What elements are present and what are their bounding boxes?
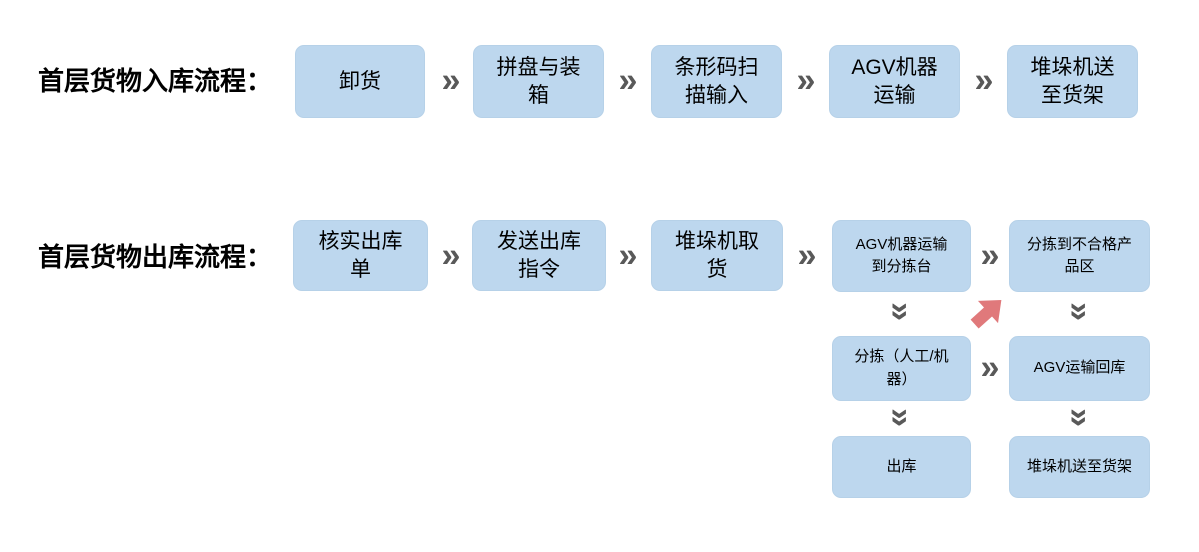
chevron-right-icon: » (797, 236, 817, 275)
chevron-right-icon: » (618, 61, 638, 100)
return-arrow-icon (970, 299, 1002, 329)
outbound-step-stacker-pick: 堆垛机取货 (651, 220, 783, 291)
chevron-right-icon: » (796, 61, 816, 100)
chevron-down-icon: » (882, 408, 920, 428)
inbound-step-agv-transport: AGV机器运输 (829, 45, 960, 118)
outbound-step-agv-to-sorting: AGV机器运输到分拣台 (832, 220, 971, 292)
outbound-step-send-instruction: 发送出库指令 (472, 220, 606, 291)
inbound-step-barcode-scan: 条形码扫描输入 (651, 45, 782, 118)
chevron-down-icon: » (1061, 408, 1099, 428)
chevron-right-icon: » (974, 61, 994, 100)
inbound-step-stacker-to-rack: 堆垛机送至货架 (1007, 45, 1138, 118)
inbound-flow-title: 首层货物入库流程： (38, 66, 273, 96)
chevron-right-icon: » (618, 236, 638, 275)
chevron-right-icon: » (980, 236, 1000, 275)
chevron-down-icon: » (882, 302, 920, 322)
outbound-flow-title: 首层货物出库流程： (38, 242, 273, 272)
inbound-step-palletize-pack: 拼盘与装箱 (473, 45, 604, 118)
outbound-step-sorting-manual-machine: 分拣（人工/机器） (832, 336, 971, 401)
outbound-step-agv-return-to-storage: AGV运输回库 (1009, 336, 1150, 401)
outbound-step-sort-to-reject-area: 分拣到不合格产品区 (1009, 220, 1150, 292)
outbound-step-stacker-to-rack: 堆垛机送至货架 (1009, 436, 1150, 498)
inbound-step-unloading: 卸货 (295, 45, 425, 118)
outbound-step-verify-order: 核实出库单 (293, 220, 428, 291)
outbound-step-exit-warehouse: 出库 (832, 436, 971, 498)
chevron-right-icon: » (441, 61, 461, 100)
chevron-right-icon: » (441, 236, 461, 275)
chevron-right-icon: » (980, 348, 1000, 387)
chevron-down-icon: » (1061, 302, 1099, 322)
